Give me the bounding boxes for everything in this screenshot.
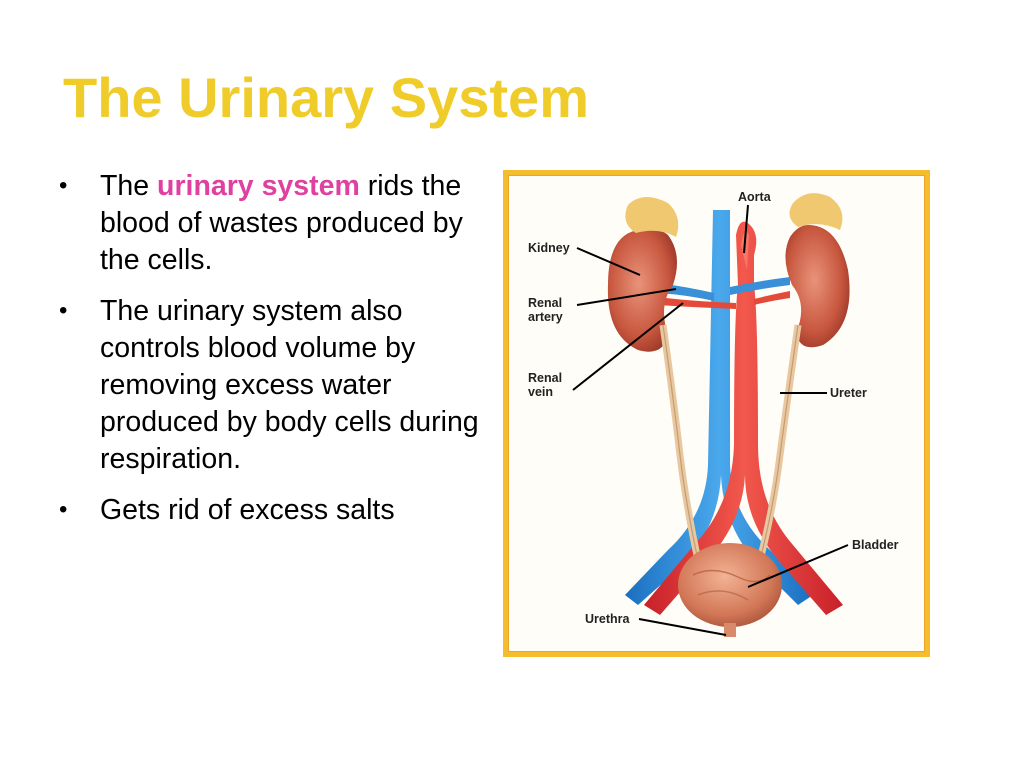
urinary-system-diagram: Aorta Kidney Renal artery Renal vein Ure… <box>503 170 930 657</box>
anatomy-illustration: Aorta Kidney Renal artery Renal vein Ure… <box>528 190 899 637</box>
right-kidney <box>785 193 850 348</box>
label-renal-artery-2: artery <box>528 310 563 324</box>
bullet-list: • The urinary system rids the blood of w… <box>55 168 495 543</box>
bladder <box>678 543 782 637</box>
bullet-item: • Gets rid of excess salts <box>55 492 495 529</box>
label-ureter: Ureter <box>830 386 867 400</box>
bullet-text-pre: The <box>100 170 158 202</box>
label-aorta: Aorta <box>738 190 772 204</box>
ureters <box>659 324 802 561</box>
bullet-text-post: rids the blood of wastes produced by the… <box>100 170 463 276</box>
label-renal-artery-1: Renal <box>528 296 562 310</box>
vena-cava <box>625 210 813 605</box>
renal-vessels <box>658 277 790 309</box>
slide-title: The Urinary System <box>63 66 589 129</box>
label-renal-vein-2: vein <box>528 385 553 399</box>
label-urethra: Urethra <box>585 612 631 626</box>
bullet-glyph: • <box>59 496 68 523</box>
bullet-item: • The urinary system rids the blood of w… <box>55 168 495 279</box>
leader-lines <box>572 204 849 636</box>
bullet-glyph: • <box>59 297 68 324</box>
bullet-text: The urinary system also controls blood v… <box>100 295 479 475</box>
left-kidney <box>607 196 679 352</box>
bullet-item: • The urinary system also controls blood… <box>55 293 495 478</box>
label-kidney: Kidney <box>528 241 570 255</box>
label-bladder: Bladder <box>852 538 899 552</box>
label-renal-vein-1: Renal <box>528 371 562 385</box>
bullet-text: Gets rid of excess salts <box>100 494 395 526</box>
highlighted-term: urinary system <box>157 170 360 202</box>
bullet-glyph: • <box>59 172 68 199</box>
